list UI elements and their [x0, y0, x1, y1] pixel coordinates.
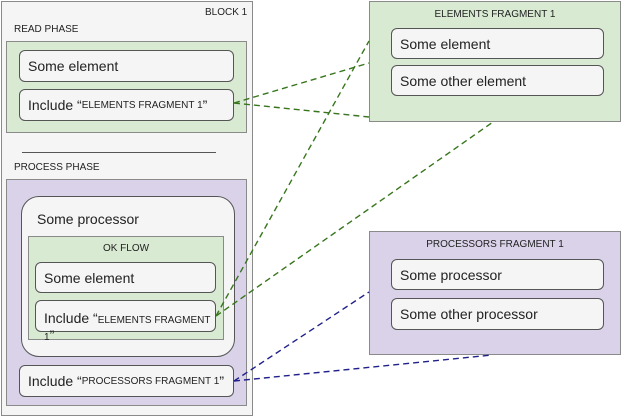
include-processors[interactable]: Include “PROCESSORS FRAGMENT 1” [19, 365, 234, 397]
link-processors-include-to-fragment [233, 291, 370, 382]
processors-fragment-item[interactable]: Some other processor [391, 298, 604, 330]
include-fragment-name: ELEMENTS FRAGMENT 1 [81, 99, 203, 111]
processors-fragment-title: PROCESSORS FRAGMENT 1 [426, 239, 564, 250]
link-okflow-include-to-elements [215, 40, 370, 317]
include-suffix: ” [49, 327, 55, 343]
elements-fragment-container [369, 1, 621, 122]
elements-fragment-item-label: Some element [400, 35, 491, 52]
elements-fragment-item[interactable]: Some element [391, 28, 604, 59]
read-phase-element-label: Some element [28, 58, 119, 74]
elements-fragment-title: ELEMENTS FRAGMENT 1 [434, 9, 556, 20]
read-phase-element[interactable]: Some element [19, 50, 234, 82]
ok-flow-include-elements[interactable]: Include “ELEMENTS FRAGMENT 1” [35, 300, 216, 343]
processors-links [233, 291, 493, 382]
elements-links [215, 40, 494, 317]
process-phase-label: PROCESS PHASE [14, 162, 100, 173]
include-prefix: Include “ [44, 310, 98, 326]
ok-flow-element[interactable]: Some element [35, 262, 216, 293]
link-read-include-to-elements-bottom [233, 102, 370, 118]
elements-fragment-item[interactable]: Some other element [391, 65, 604, 96]
link-read-include-to-elements [233, 62, 370, 104]
include-prefix: Include “ [28, 373, 82, 389]
elements-fragment-item-label: Some other element [400, 72, 527, 89]
link-processors-include-to-fragment-bottom [233, 354, 493, 382]
processor-label: Some processor [37, 211, 139, 227]
include-fragment-name: PROCESSORS FRAGMENT 1 [81, 375, 220, 387]
block-title: BLOCK 1 [205, 7, 248, 18]
read-phase-label: READ PHASE [14, 24, 79, 35]
ok-flow-label: OK FLOW [102, 243, 150, 254]
processors-fragment-item-label: Some processor [400, 266, 502, 283]
link-okflow-include-to-elements-bottom [215, 121, 494, 317]
include-suffix: ” [219, 373, 224, 389]
include-fragment-name: ELEMENTS FRAGMENT 1 [44, 315, 211, 343]
processors-fragment-container [369, 231, 621, 355]
include-prefix: Include “ [28, 97, 82, 113]
phase-separator [22, 152, 216, 153]
processors-fragment-item[interactable]: Some processor [391, 259, 604, 290]
processors-fragment-item-label: Some other processor [400, 306, 538, 322]
ok-flow-element-label: Some element [44, 269, 135, 286]
read-phase-include-elements[interactable]: Include “ELEMENTS FRAGMENT 1” [19, 89, 234, 121]
include-suffix: ” [202, 97, 208, 113]
